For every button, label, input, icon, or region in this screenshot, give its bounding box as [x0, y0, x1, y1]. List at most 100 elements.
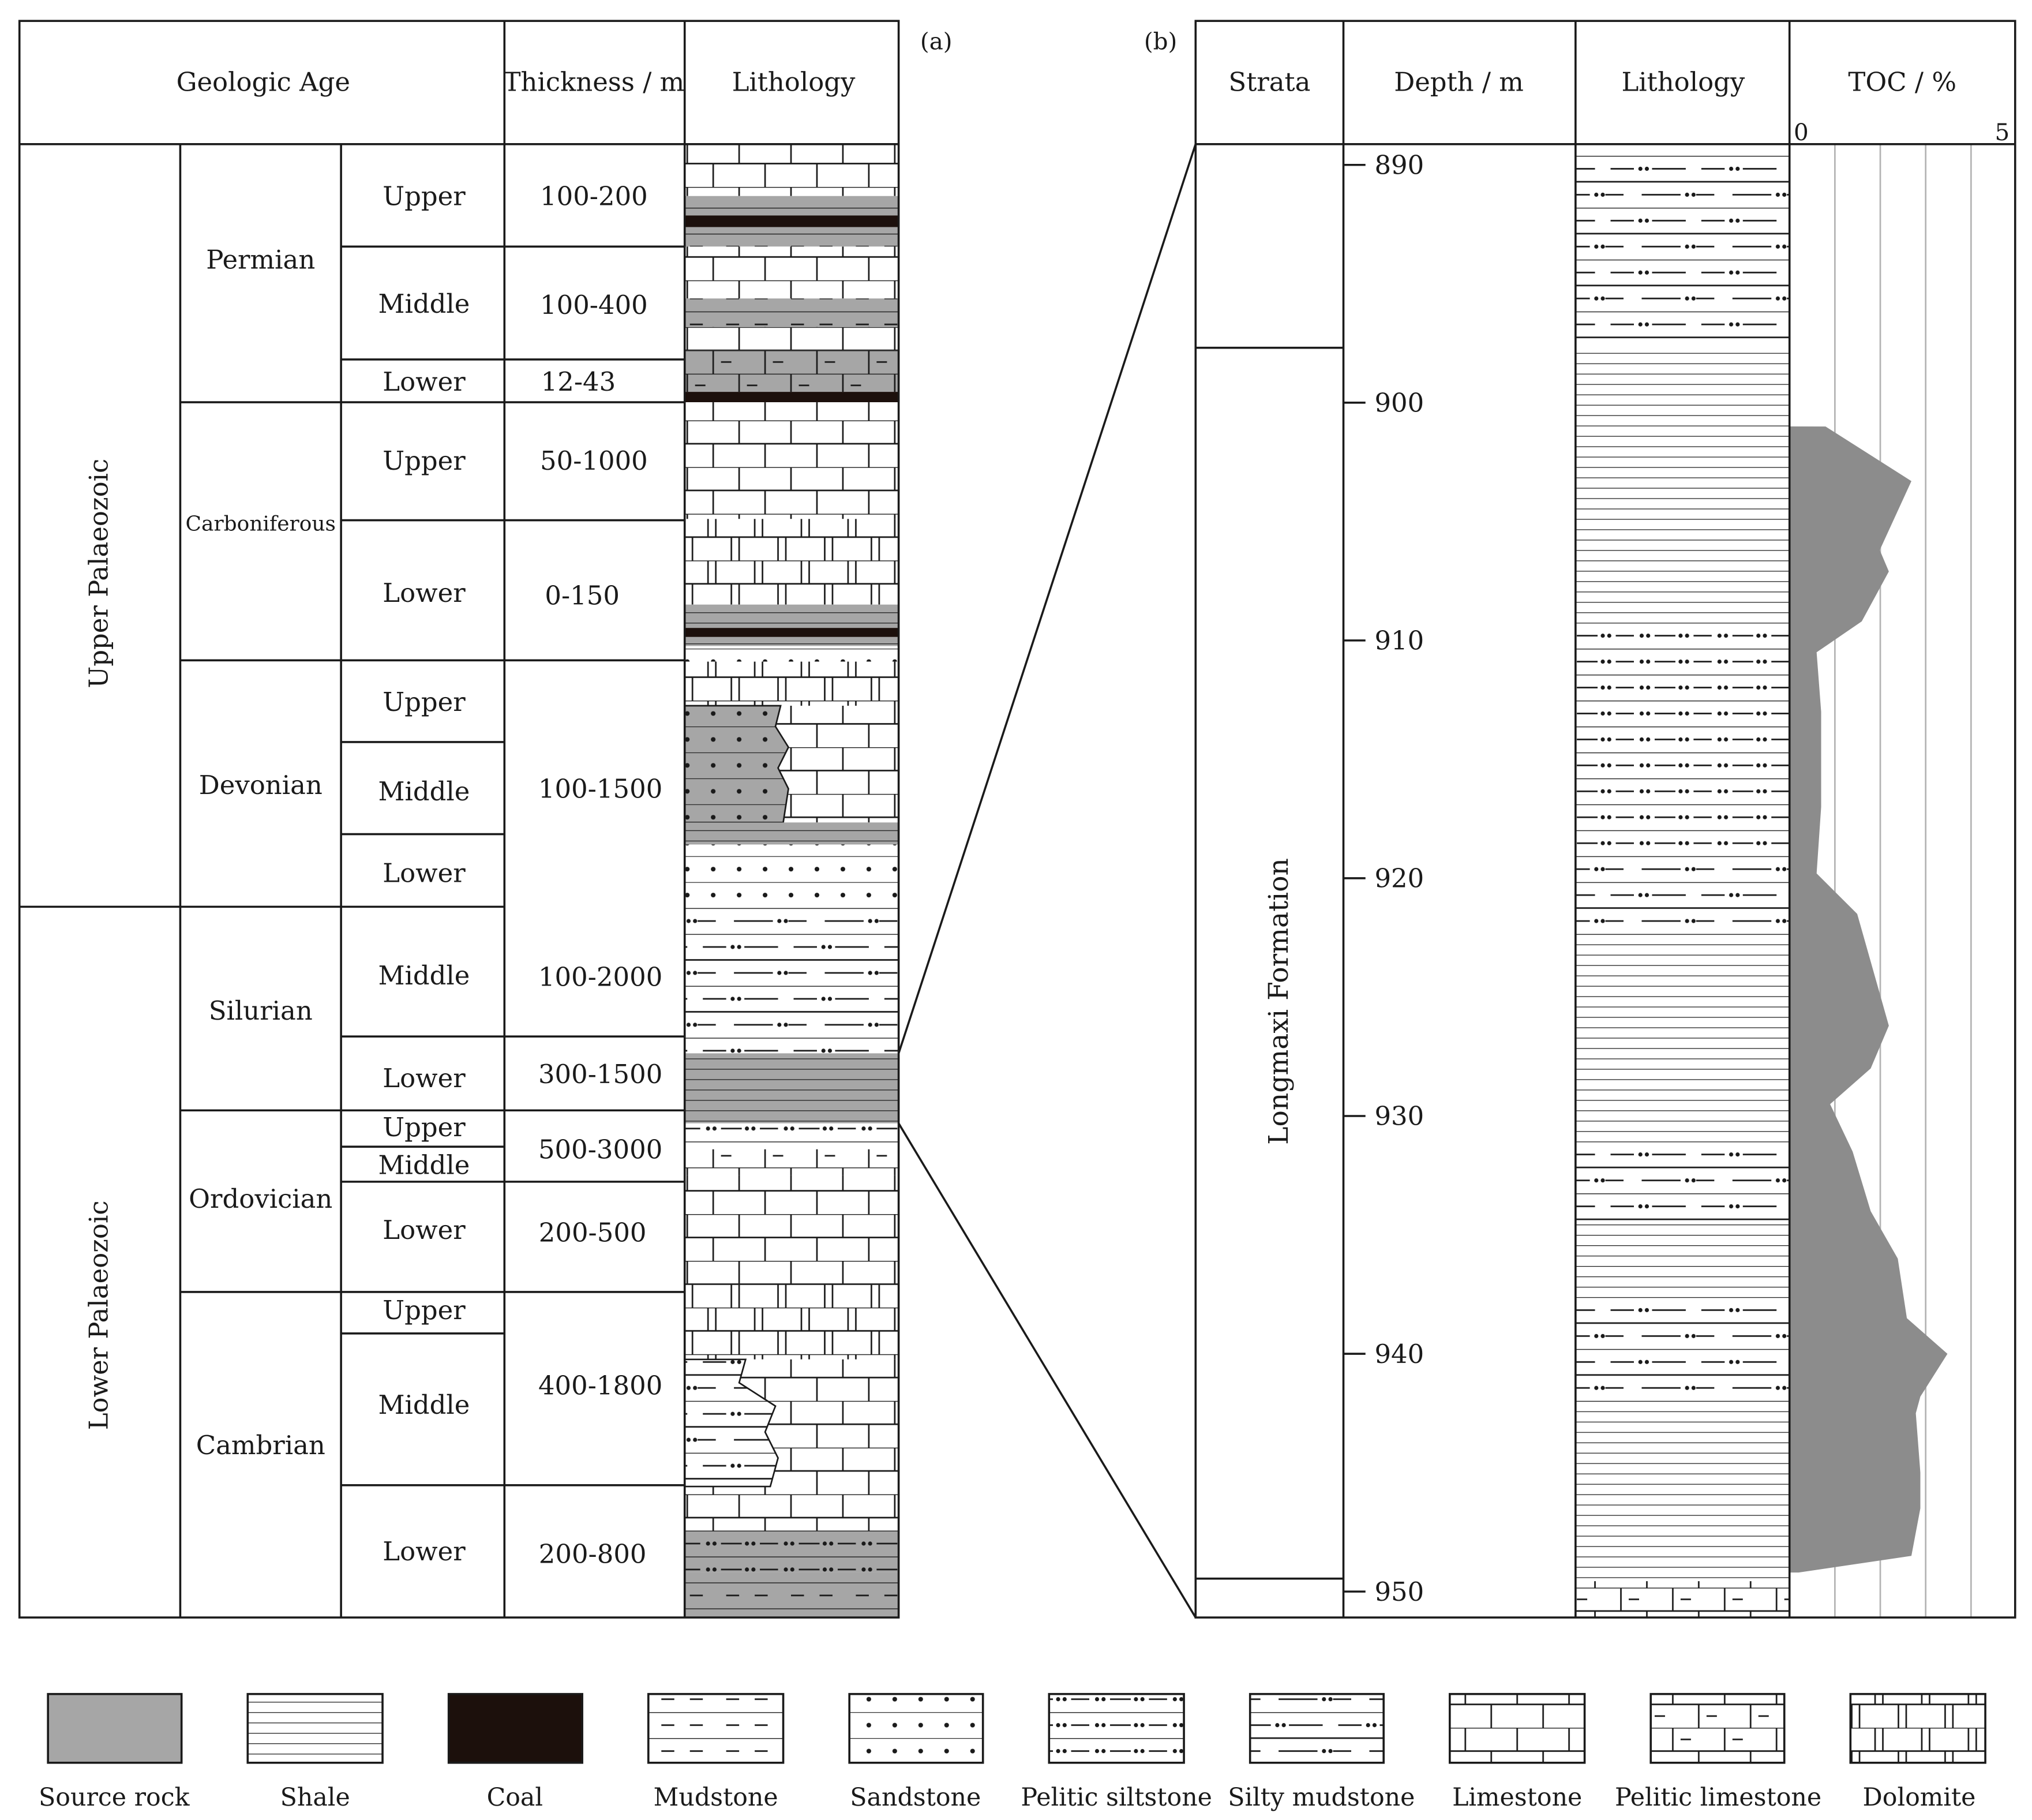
thickness-ordovician-lower: 200-500	[539, 1217, 647, 1248]
series-ordovician-lower: Lower	[383, 1215, 466, 1245]
header-depth: Depth / m	[1394, 67, 1524, 98]
header-toc: TOC / %	[1848, 67, 1956, 98]
series-permian-middle: Middle	[378, 289, 470, 319]
system-devonian: Devonian	[199, 770, 323, 800]
litho-sandstone	[684, 844, 899, 908]
litho-b-shale	[1575, 1403, 1790, 1582]
series-ordovician-upper: Upper	[383, 1112, 466, 1143]
series-carboniferous-upper: Upper	[383, 445, 466, 476]
litho-source-mudstone	[684, 298, 899, 327]
litho-coal	[684, 215, 899, 227]
litho-silty-mudstone	[684, 908, 899, 1054]
panel-a-grid	[18, 20, 900, 1619]
header-geologic-age: Geologic Age	[177, 67, 350, 98]
litho-b-silty-mudstone	[1575, 864, 1790, 939]
series-silurian-lower: Lower	[383, 1063, 466, 1094]
legend-label-mudstone: Mudstone	[654, 1783, 778, 1812]
legend-swatch-shale	[246, 1692, 384, 1764]
thickness-permian-lower: 12-43	[541, 366, 616, 397]
depth-tick-label: 950	[1374, 1576, 1424, 1607]
depth-tick-label: 930	[1374, 1101, 1424, 1132]
thickness-silurian-middle: 100-2000	[538, 961, 662, 992]
series-ordovician-middle: Middle	[378, 1149, 470, 1180]
litho-limestone	[684, 402, 899, 519]
litho-source-mudstone	[684, 1572, 899, 1618]
legend-swatch-silty-mudstone	[1249, 1692, 1385, 1764]
legend-swatch-source-rock	[47, 1692, 183, 1764]
series-permian-upper: Upper	[383, 181, 466, 211]
litho-limestone	[684, 144, 899, 196]
litho-b-shale	[1575, 347, 1790, 632]
depth-tick-label: 910	[1374, 626, 1424, 656]
litho-source-pelitic-siltstone	[684, 1530, 899, 1572]
panel-label-b: (b)	[1144, 28, 1177, 55]
legend-label-coal: Coal	[487, 1783, 543, 1812]
legend-swatch-dolomite	[1849, 1692, 1986, 1764]
system-silurian: Silurian	[209, 995, 313, 1026]
system-ordovician: Ordovician	[189, 1184, 332, 1214]
litho-source-shale	[684, 604, 899, 628]
series-devonian-lower: Lower	[383, 858, 466, 889]
series-devonian-middle: Middle	[378, 776, 470, 807]
legend-label-source-rock: Source rock	[39, 1783, 190, 1812]
toc-axis-max: 5	[1994, 118, 2009, 146]
depth-tick-label: 890	[1374, 149, 1424, 180]
header-lithology-a: Lithology	[732, 67, 856, 98]
legend-swatch-sandstone	[848, 1692, 984, 1764]
toc-profile-area	[1789, 426, 1948, 1573]
litho-b-pelitic-siltstone	[1575, 631, 1790, 864]
legend-label-sandstone: Sandstone	[850, 1783, 981, 1812]
litho-source-mudstone	[684, 227, 899, 247]
panel-b-grid	[1194, 20, 2016, 1619]
litho-source-pelitic-limestone	[684, 350, 899, 392]
era-lower-palaeozoic: Lower Palaeozoic	[84, 1200, 114, 1430]
depth-tick-label: 940	[1374, 1339, 1424, 1369]
litho-pelitic-siltstone	[684, 1123, 899, 1149]
litho-b-silty-mudstone	[1575, 1144, 1790, 1222]
system-permian: Permian	[206, 245, 315, 275]
legend-label-shale: Shale	[280, 1783, 350, 1812]
legend-swatch-pelitic-limestone	[1649, 1692, 1786, 1764]
legend-swatch-coal	[447, 1692, 583, 1764]
litho-b-silty-mudstone	[1575, 1300, 1790, 1404]
header-thickness: Thickness / m	[504, 67, 685, 98]
litho-b-shale	[1575, 939, 1790, 1144]
thickness-ordovician-upper-middle: 500-3000	[538, 1134, 662, 1164]
system-carboniferous: Carboniferous	[186, 512, 336, 536]
litho-limestone	[684, 246, 899, 299]
thickness-silurian-lower: 300-1500	[538, 1059, 662, 1089]
litho-limestone	[684, 1175, 899, 1285]
legend-swatch-pelitic-siltstone	[1048, 1692, 1185, 1764]
series-silurian-middle: Middle	[378, 960, 470, 991]
depth-tick-label: 920	[1374, 863, 1424, 894]
litho-source-shale	[684, 636, 899, 646]
thickness-permian-upper: 100-200	[540, 181, 648, 211]
legend-label-silty-mudstone: Silty mudstone	[1228, 1783, 1415, 1812]
litho-source-mudstone	[684, 196, 899, 216]
thickness-cambrian-upper-middle: 400-1800	[538, 1370, 662, 1400]
litho-b-silty-mudstone	[1575, 144, 1790, 348]
litho-b-pelitic-limestone	[1575, 1581, 1790, 1618]
depth-tick-label: 900	[1374, 388, 1424, 418]
header-lithology-b: Lithology	[1621, 67, 1745, 98]
legend-swatch-mudstone	[647, 1692, 785, 1764]
connector-top	[897, 144, 1197, 1054]
depth-axis: 890 900 910 920 930 940 950	[1343, 149, 1424, 1607]
legend-label-pelitic-limestone: Pelitic limestone	[1615, 1783, 1821, 1812]
litho-sandstone	[684, 646, 899, 662]
litho-limestone	[684, 327, 899, 351]
connector-bottom	[898, 1122, 1197, 1618]
litho-dolomite	[684, 1284, 899, 1360]
litho-b-shale	[1575, 1222, 1790, 1300]
litho-source-sandy-lens	[684, 705, 790, 823]
formation-label: Longmaxi Formation	[1263, 858, 1295, 1145]
series-carboniferous-lower: Lower	[383, 578, 466, 608]
system-cambrian: Cambrian	[196, 1430, 325, 1461]
legend-label-dolomite: Dolomite	[1863, 1783, 1976, 1812]
panel-b-lithology-column	[1575, 144, 1790, 1618]
panel-a-lithology-column	[684, 144, 899, 1618]
series-permian-lower: Lower	[383, 366, 466, 397]
toc-axis-min: 0	[1794, 118, 1809, 146]
